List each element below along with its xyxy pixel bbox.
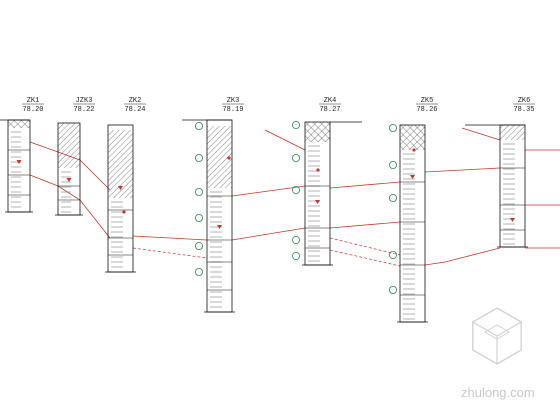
borehole-columns xyxy=(5,119,528,323)
borehole-elevation: 78.26 xyxy=(416,106,437,114)
borehole-label-zk1: ZK1 78.20 xyxy=(22,97,44,114)
watermark-text: zhulong.com xyxy=(461,385,535,400)
boundary-line xyxy=(424,167,501,173)
water-level-icon xyxy=(66,178,72,182)
fill-hatch-zone xyxy=(8,120,30,128)
borehole-column-zk2 xyxy=(105,124,136,273)
sample-point-dot xyxy=(227,156,231,160)
sample-point-dot xyxy=(316,168,320,172)
borehole-label-zk6: ZK6 78.35 xyxy=(513,97,535,114)
column-outline xyxy=(399,124,426,323)
column-outline xyxy=(7,119,31,213)
boundary-line xyxy=(231,185,306,197)
borehole-id: ZK4 xyxy=(324,97,337,105)
layer-marker-circle xyxy=(388,250,397,259)
borehole-label-zk3: ZK3 78.19 xyxy=(222,97,244,114)
water-level-icon xyxy=(315,200,320,204)
layer-marker-circle xyxy=(291,121,300,130)
borehole-label-zk4: ZK4 78.27 xyxy=(319,97,341,114)
column-outline xyxy=(499,124,526,248)
borehole-id: ZK2 xyxy=(129,97,142,105)
boundary-line xyxy=(231,227,306,241)
boundary-line xyxy=(424,247,501,266)
layer-marker-circle xyxy=(388,285,397,294)
boundary-line xyxy=(264,129,306,151)
borehole-column-jzk3 xyxy=(55,122,83,216)
zhulong-logo-icon xyxy=(472,307,522,365)
borehole-column-zk4 xyxy=(302,121,333,266)
layer-marker-circle xyxy=(291,251,300,260)
borehole-label-zk2: ZK2 78.24 xyxy=(124,97,146,114)
boundary-line xyxy=(132,235,208,241)
borehole-elevation: 78.22 xyxy=(73,106,94,114)
fill-hatch-zone xyxy=(58,123,80,168)
sample-point-dot xyxy=(412,148,416,152)
fill-hatch-zone xyxy=(500,125,525,140)
layer-marker-circle xyxy=(194,213,203,222)
fill-hatch-zone xyxy=(400,125,425,150)
boundary-dashed-line xyxy=(329,237,401,256)
sample-point-dot xyxy=(122,210,126,214)
borehole-column-zk1 xyxy=(5,119,33,213)
layer-marker-circle xyxy=(194,153,203,162)
borehole-elevation: 78.20 xyxy=(22,106,43,114)
water-level-icon xyxy=(217,225,222,229)
borehole-column-zk5 xyxy=(397,124,428,323)
borehole-id: ZK5 xyxy=(421,97,434,105)
water-level-icon xyxy=(16,160,22,164)
water-level-icon xyxy=(118,186,123,190)
water-level-icon xyxy=(510,218,515,222)
layer-marker-circle xyxy=(388,160,397,169)
column-outline xyxy=(304,121,331,266)
borehole-elevation: 78.19 xyxy=(222,106,243,114)
layer-marker-circle xyxy=(291,185,300,194)
water-level-icon xyxy=(410,175,415,179)
borehole-column-zk6 xyxy=(497,124,528,248)
boundary-line xyxy=(329,221,401,229)
logo-edge xyxy=(496,321,522,337)
layer-marker-circle xyxy=(291,153,300,162)
borehole-id: JZK3 xyxy=(76,97,93,105)
fill-hatch-zone xyxy=(305,122,330,142)
borehole-id: ZK1 xyxy=(27,97,40,105)
boundary-line xyxy=(461,127,501,141)
borehole-label-zk5: ZK5 78.26 xyxy=(416,97,438,114)
borehole-label-jzk3: JZK3 78.22 xyxy=(73,97,95,114)
boundary-line xyxy=(29,174,111,239)
boundary-line xyxy=(329,181,401,189)
layer-marker-circle xyxy=(388,193,397,202)
borehole-elevation: 78.24 xyxy=(124,106,145,114)
borehole-labels: ZK1 78.20 JZK3 78.22 ZK2 78.24 ZK3 78.19… xyxy=(22,97,535,114)
layer-marker-circle xyxy=(194,122,203,131)
boundary-dashed-line xyxy=(329,249,401,267)
layer-marker-circle xyxy=(194,241,203,250)
layer-marker-circle xyxy=(194,187,203,196)
layer-marker-circle xyxy=(194,267,203,276)
borehole-elevation: 78.27 xyxy=(319,106,340,114)
layer-markers xyxy=(122,121,416,294)
boundary-dashed-line xyxy=(132,247,208,259)
layer-marker-circle xyxy=(388,124,397,133)
borehole-id: ZK6 xyxy=(518,97,531,105)
borehole-id: ZK3 xyxy=(227,97,240,105)
borehole-elevation: 78.35 xyxy=(513,106,534,114)
logo-inner-face xyxy=(484,324,510,340)
layer-marker-circle xyxy=(291,235,300,244)
borehole-column-zk3 xyxy=(204,119,235,313)
